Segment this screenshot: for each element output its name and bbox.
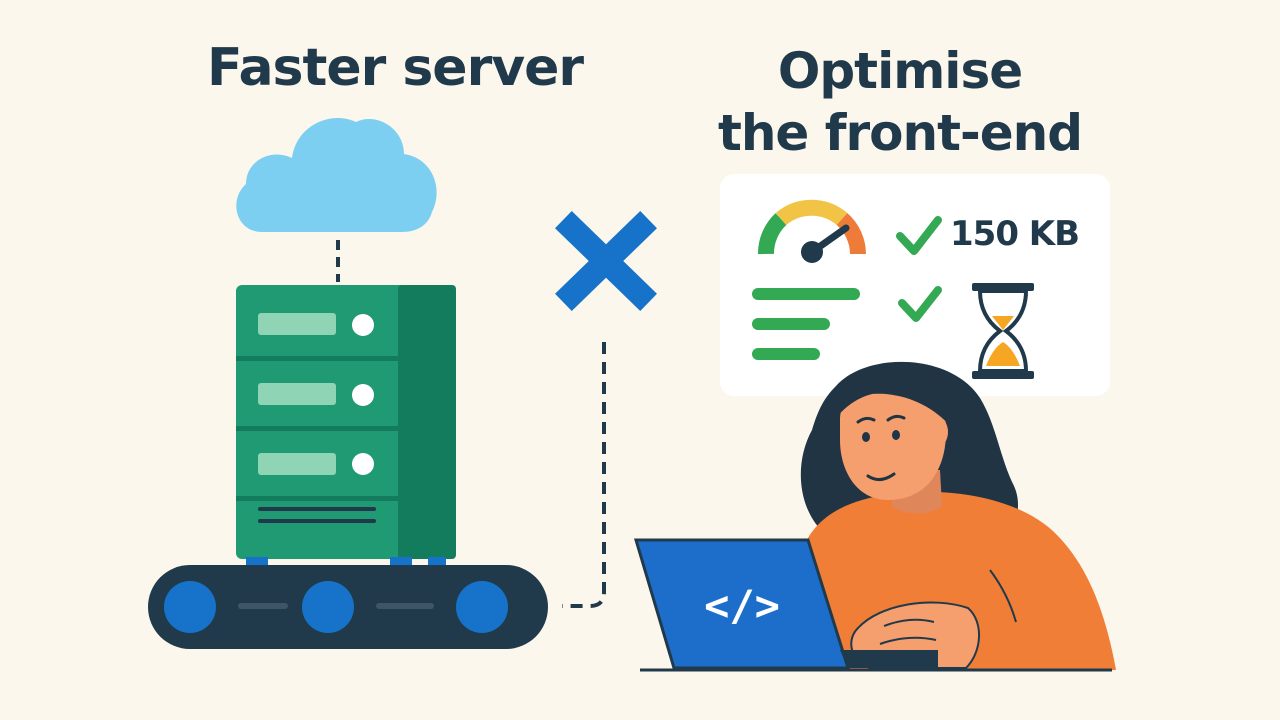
faster-server-title: Faster server [206,38,584,98]
optimise-front-end-title: Optimise the front-end [690,40,1110,164]
server-led [352,453,374,475]
page-size-label: 150 KB [950,214,1080,254]
conveyor-belt-icon [148,565,548,649]
developer-person-icon [799,361,1116,670]
hourglass-icon [972,283,1034,379]
cloud-icon [236,118,437,232]
laptop-code-glyph: </> [704,581,780,630]
laptop-icon: </> [633,538,938,670]
server-led [352,384,374,406]
check-icon [898,286,942,322]
title-line-2: the front-end [717,104,1083,162]
conveyor-roller [456,581,508,633]
check-icon [896,216,942,255]
title-line-1: Optimise [777,42,1023,100]
server-rack-icon [236,285,456,567]
server-led [352,314,374,336]
speed-gauge-icon [758,199,866,263]
conveyor-roller [302,581,354,633]
connector-dashed-line [562,342,606,608]
cross-icon [555,211,657,311]
conveyor-roller [164,581,216,633]
text-lines-icon [752,288,860,360]
